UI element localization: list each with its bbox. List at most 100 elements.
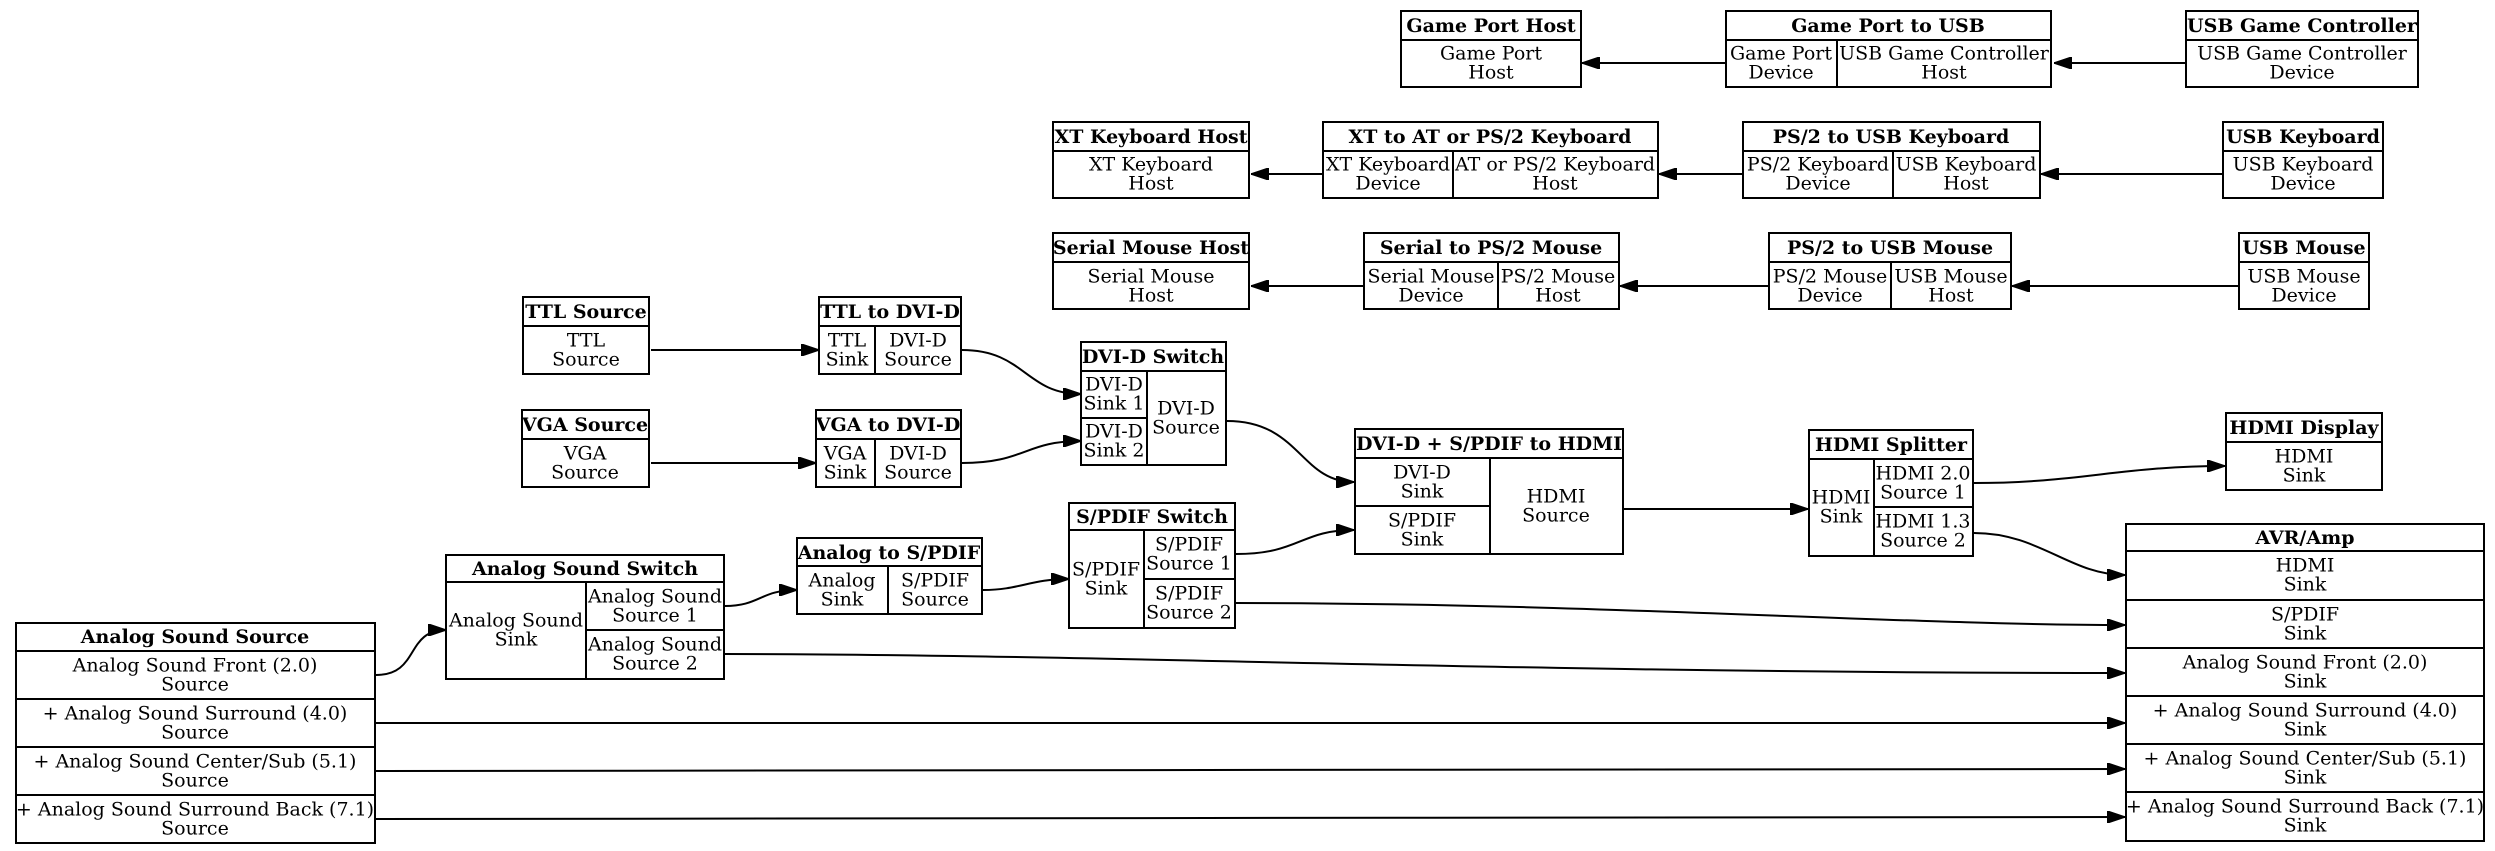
port-surround-source: + Analog Sound Surround (4.0)Source bbox=[43, 703, 348, 744]
edge-vga-to-dvid-to-dvid-switch bbox=[961, 441, 1081, 464]
node-title: HDMI Splitter bbox=[1815, 434, 1968, 456]
node-title: XT Keyboard Host bbox=[1055, 126, 1248, 148]
edges bbox=[375, 63, 2238, 819]
node-title: DVI-D Switch bbox=[1082, 346, 1224, 368]
node-title: Serial Mouse Host bbox=[1053, 237, 1249, 259]
node-title: USB Game Controller bbox=[2187, 15, 2418, 37]
node-title: Serial to PS/2 Mouse bbox=[1380, 237, 1602, 259]
edge-analog-source-front-to-analog-switch bbox=[375, 630, 446, 676]
node-title: Analog to S/PDIF bbox=[797, 542, 981, 564]
node-title: TTL Source bbox=[525, 301, 646, 323]
edge-hdmi-splitter-to-hdmi-display bbox=[1973, 466, 2225, 484]
node-title: TTL to DVI-D bbox=[820, 301, 960, 323]
port-front-sink: Analog Sound Front (2.0)Sink bbox=[2182, 652, 2428, 693]
edge-analog-to-spdif-to-spdif-switch bbox=[982, 579, 1069, 591]
port-surround-back-source: + Analog Sound Surround Back (7.1)Source bbox=[16, 799, 374, 840]
node-title: DVI-D + S/PDIF to HDMI bbox=[1356, 433, 1622, 455]
port-front-source: Analog Sound Front (2.0)Source bbox=[72, 655, 318, 696]
edge-ttl-to-dvid-to-dvid-switch bbox=[961, 349, 1081, 394]
node-title: Game Port to USB bbox=[1791, 15, 1985, 37]
port-surround-sink: + Analog Sound Surround (4.0)Sink bbox=[2153, 700, 2458, 741]
node-analog-sound-source: Analog Sound Source Analog Sound Front (… bbox=[15, 622, 376, 844]
edge-hdmi-splitter-to-avr-hdmi bbox=[1973, 532, 2125, 575]
node-title: USB Keyboard bbox=[2226, 126, 2380, 148]
edge-dvid-switch-to-hdmi-converter bbox=[1226, 420, 1354, 482]
edge-analog-switch-to-analog-to-spdif bbox=[724, 590, 797, 607]
node-title: Game Port Host bbox=[1406, 15, 1576, 37]
node-title: HDMI Display bbox=[2229, 417, 2379, 439]
node-title: Analog Sound Switch bbox=[471, 558, 698, 580]
port-center-sub-sink: + Analog Sound Center/Sub (5.1)Sink bbox=[2144, 748, 2467, 789]
edge-analog-source-surround-back-to-avr bbox=[375, 817, 2125, 819]
port-surround-back-sink: + Analog Sound Surround Back (7.1)Sink bbox=[2126, 796, 2484, 837]
port-center-sub-source: + Analog Sound Center/Sub (5.1)Source bbox=[34, 751, 357, 792]
node-title: USB Mouse bbox=[2242, 237, 2365, 259]
node-title: S/PDIF Switch bbox=[1076, 506, 1228, 528]
node-title: AVR/Amp bbox=[2255, 527, 2355, 549]
edge-spdif-switch-to-hdmi-converter bbox=[1235, 530, 1354, 555]
node-title: Analog Sound Source bbox=[80, 626, 309, 648]
node-title: XT to AT or PS/2 Keyboard bbox=[1349, 126, 1632, 148]
node-title: VGA to DVI-D bbox=[815, 414, 961, 436]
node-title: VGA Source bbox=[521, 414, 648, 436]
edge-analog-switch-to-avr-front bbox=[724, 653, 2125, 673]
node-title: PS/2 to USB Mouse bbox=[1787, 237, 1993, 259]
